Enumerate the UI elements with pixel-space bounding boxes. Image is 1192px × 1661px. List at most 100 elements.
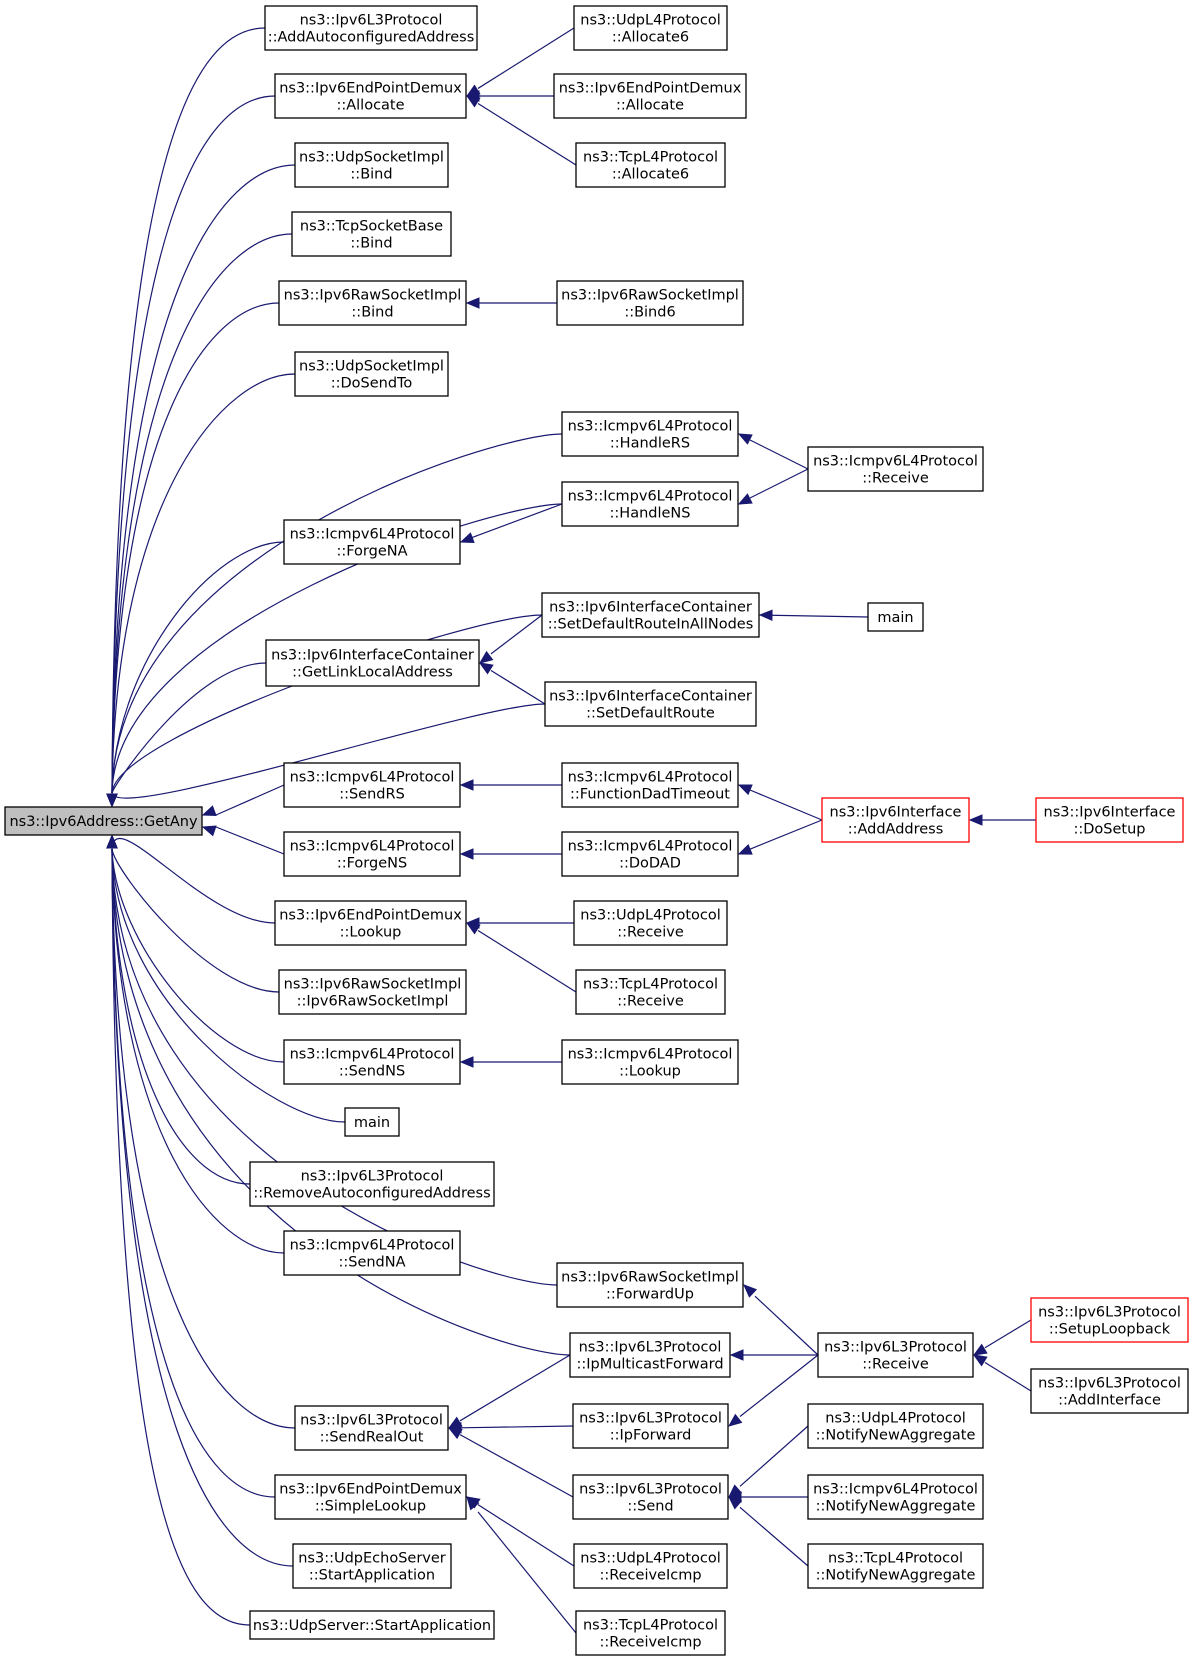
node-icmpv6l4protocol-sendns[interactable]: ns3::Icmpv6L4Protocol::SendNS: [283, 1039, 461, 1085]
call-edge: [111, 848, 280, 993]
node-icmpv6l4protocol-notifynewaggregate[interactable]: ns3::Icmpv6L4Protocol::NotifyNewAggregat…: [807, 1474, 984, 1520]
node-label: ::RemoveAutoconfiguredAddress: [253, 1186, 490, 1202]
node-icmpv6l4protocol-functiondadtimeout[interactable]: ns3::Icmpv6L4Protocol::FunctionDadTimeou…: [561, 762, 739, 808]
node-box: [561, 1039, 739, 1085]
node-icmpv6l4protocol-lookup[interactable]: ns3::Icmpv6L4Protocol::Lookup: [561, 1039, 739, 1085]
node-main[interactable]: main: [867, 602, 924, 632]
node-udpl4protocol-receiveicmp[interactable]: ns3::UdpL4Protocol::ReceiveIcmp: [573, 1543, 728, 1589]
node-box: [4, 806, 203, 836]
call-edge: [984, 1319, 1032, 1349]
node-box: [344, 1107, 400, 1137]
node-box: [575, 1610, 726, 1656]
node-label: ::ForgeNS: [337, 856, 407, 872]
node-udpechoserver-startapplication[interactable]: ns3::UdpEchoServer::StartApplication: [292, 1543, 452, 1589]
arrowhead-icon: [737, 433, 753, 445]
node-label: ns3::Ipv6L3Protocol: [300, 13, 443, 29]
node-main[interactable]: main: [344, 1107, 400, 1137]
node-label: ::Lookup: [340, 925, 402, 941]
node-label: ns3::Ipv6L3Protocol: [1038, 1305, 1181, 1321]
node-label: ::SetupLoopback: [1049, 1322, 1171, 1338]
node-ipv6endpointdemux-simplelookup[interactable]: ns3::Ipv6EndPointDemux::SimpleLookup: [274, 1474, 467, 1520]
node-ipv6l3protocol-send[interactable]: ns3::Ipv6L3Protocol::Send: [572, 1474, 729, 1520]
node-ipv6l3protocol-addautoconfiguredaddress[interactable]: ns3::Ipv6L3Protocol::AddAutoconfiguredAd…: [264, 5, 478, 51]
node-ipv6interfacecontainer-setdefaultrouteinallnodes[interactable]: ns3::Ipv6InterfaceContainer::SetDefaultR…: [541, 592, 760, 638]
node-label: ns3::Icmpv6L4Protocol: [568, 489, 733, 505]
call-edge: [477, 1504, 575, 1567]
node-label: ns3::Ipv6L3Protocol: [579, 1482, 722, 1498]
node-udpsocketimpl-dosendto[interactable]: ns3::UdpSocketImpl::DoSendTo: [294, 351, 449, 397]
node-box: [249, 1161, 495, 1207]
node-udpl4protocol-receive[interactable]: ns3::UdpL4Protocol::Receive: [573, 900, 728, 946]
node-box: [294, 142, 449, 188]
node-ipv6l3protocol-ipforward[interactable]: ns3::Ipv6L3Protocol::IpForward: [572, 1403, 729, 1449]
node-icmpv6l4protocol-receive[interactable]: ns3::Icmpv6L4Protocol::Receive: [807, 446, 984, 492]
call-edge: [111, 164, 296, 794]
node-udpserver-startapplication[interactable]: ns3::UdpServer::StartApplication: [249, 1610, 495, 1640]
call-edge: [739, 1425, 809, 1487]
node-ipv6address-getany[interactable]: ns3::Ipv6Address::GetAny: [4, 806, 203, 836]
node-ipv6rawsocketimpl-forwardup[interactable]: ns3::Ipv6RawSocketImpl::ForwardUp: [556, 1262, 744, 1308]
node-icmpv6l4protocol-handlens[interactable]: ns3::Icmpv6L4Protocol::HandleNS: [561, 481, 739, 527]
node-label: ns3::TcpL4Protocol: [583, 977, 718, 993]
node-icmpv6l4protocol-forgens[interactable]: ns3::Icmpv6L4Protocol::ForgeNS: [283, 831, 461, 877]
call-edge: [111, 233, 293, 794]
node-tcpl4protocol-allocate6[interactable]: ns3::TcpL4Protocol::Allocate6: [575, 142, 726, 188]
node-tcpsocketbase-bind[interactable]: ns3::TcpSocketBase::Bind: [291, 211, 452, 257]
node-tcpl4protocol-receiveicmp[interactable]: ns3::TcpL4Protocol::ReceiveIcmp: [575, 1610, 726, 1656]
node-icmpv6l4protocol-handlers[interactable]: ns3::Icmpv6L4Protocol::HandleRS: [561, 411, 739, 457]
node-label: ns3::Ipv6InterfaceContainer: [549, 689, 752, 705]
node-ipv6l3protocol-setuploopback[interactable]: ns3::Ipv6L3Protocol::SetupLoopback: [1030, 1297, 1189, 1343]
node-label: main: [877, 610, 913, 626]
arrowhead-icon: [728, 1496, 743, 1510]
arrowhead-icon: [743, 1284, 758, 1298]
node-label: ::Send: [627, 1499, 673, 1515]
node-ipv6endpointdemux-allocate[interactable]: ns3::Ipv6EndPointDemux::Allocate: [274, 73, 467, 119]
call-edge: [111, 27, 266, 794]
node-label: ns3::Icmpv6L4Protocol: [568, 419, 733, 435]
call-edge: [749, 468, 809, 499]
node-ipv6interface-dosetup[interactable]: ns3::Ipv6Interface::DoSetup: [1035, 797, 1184, 843]
node-ipv6rawsocketimpl-bind6[interactable]: ns3::Ipv6RawSocketImpl::Bind6: [556, 280, 744, 326]
node-udpl4protocol-allocate6[interactable]: ns3::UdpL4Protocol::Allocate6: [573, 5, 728, 51]
arrowhead-icon: [106, 834, 118, 849]
node-ipv6rawsocketimpl-bind[interactable]: ns3::Ipv6RawSocketImpl::Bind: [278, 280, 467, 326]
node-box: [1035, 797, 1184, 843]
node-box: [807, 1543, 984, 1589]
node-ipv6rawsocketimpl-ipv6rawsocketimpl[interactable]: ns3::Ipv6RawSocketImpl::Ipv6RawSocketImp…: [278, 969, 467, 1015]
node-tcpl4protocol-receive[interactable]: ns3::TcpL4Protocol::Receive: [575, 969, 726, 1015]
node-ipv6endpointdemux-allocate[interactable]: ns3::Ipv6EndPointDemux::Allocate: [553, 73, 747, 119]
node-box: [561, 831, 739, 877]
node-label: ns3::Ipv6RawSocketImpl: [284, 288, 462, 304]
node-icmpv6l4protocol-dodad[interactable]: ns3::Icmpv6L4Protocol::DoDAD: [561, 831, 739, 877]
node-box: [544, 681, 757, 727]
node-label: ns3::Icmpv6L4Protocol: [568, 770, 733, 786]
node-icmpv6l4protocol-sendna[interactable]: ns3::Icmpv6L4Protocol::SendNA: [283, 1230, 461, 1276]
node-ipv6l3protocol-receive[interactable]: ns3::Ipv6L3Protocol::Receive: [817, 1332, 974, 1378]
call-edge: [477, 103, 577, 166]
node-udpsocketimpl-bind[interactable]: ns3::UdpSocketImpl::Bind: [294, 142, 449, 188]
node-icmpv6l4protocol-sendrs[interactable]: ns3::Icmpv6L4Protocol::SendRS: [283, 762, 461, 808]
call-edge: [111, 662, 267, 794]
call-edge: [111, 848, 251, 1185]
node-label: ns3::TcpL4Protocol: [583, 1618, 718, 1634]
node-ipv6endpointdemux-lookup[interactable]: ns3::Ipv6EndPointDemux::Lookup: [274, 900, 467, 946]
node-ipv6l3protocol-sendrealout[interactable]: ns3::Ipv6L3Protocol::SendRealOut: [294, 1405, 449, 1451]
node-label: ns3::Icmpv6L4Protocol: [290, 839, 455, 855]
node-tcpl4protocol-notifynewaggregate[interactable]: ns3::TcpL4Protocol::NotifyNewAggregate: [807, 1543, 984, 1589]
node-ipv6l3protocol-addinterface[interactable]: ns3::Ipv6L3Protocol::AddInterface: [1030, 1368, 1189, 1414]
node-icmpv6l4protocol-forgena[interactable]: ns3::Icmpv6L4Protocol::ForgeNA: [283, 519, 461, 565]
node-ipv6interface-addaddress[interactable]: ns3::Ipv6Interface::AddAddress: [821, 797, 970, 843]
node-ipv6interfacecontainer-getlinklocaladdress[interactable]: ns3::Ipv6InterfaceContainer::GetLinkLoca…: [265, 639, 480, 687]
node-ipv6l3protocol-removeautoconfiguredaddress[interactable]: ns3::Ipv6L3Protocol::RemoveAutoconfigure…: [249, 1161, 495, 1207]
node-box: [556, 1262, 744, 1308]
node-label: ::Allocate: [336, 98, 404, 114]
node-label: ::ForwardUp: [606, 1287, 694, 1303]
node-ipv6l3protocol-ipmulticastforward[interactable]: ns3::Ipv6L3Protocol::IpMulticastForward: [569, 1332, 731, 1378]
node-udpl4protocol-notifynewaggregate[interactable]: ns3::UdpL4Protocol::NotifyNewAggregate: [807, 1403, 984, 1449]
node-label: ::IpForward: [610, 1428, 692, 1444]
node-label: ns3::Icmpv6L4Protocol: [290, 770, 455, 786]
node-box: [294, 1405, 449, 1451]
node-box: [575, 142, 726, 188]
node-ipv6interfacecontainer-setdefaultroute[interactable]: ns3::Ipv6InterfaceContainer::SetDefaultR…: [544, 681, 757, 727]
node-label: ::Receive: [617, 925, 684, 941]
